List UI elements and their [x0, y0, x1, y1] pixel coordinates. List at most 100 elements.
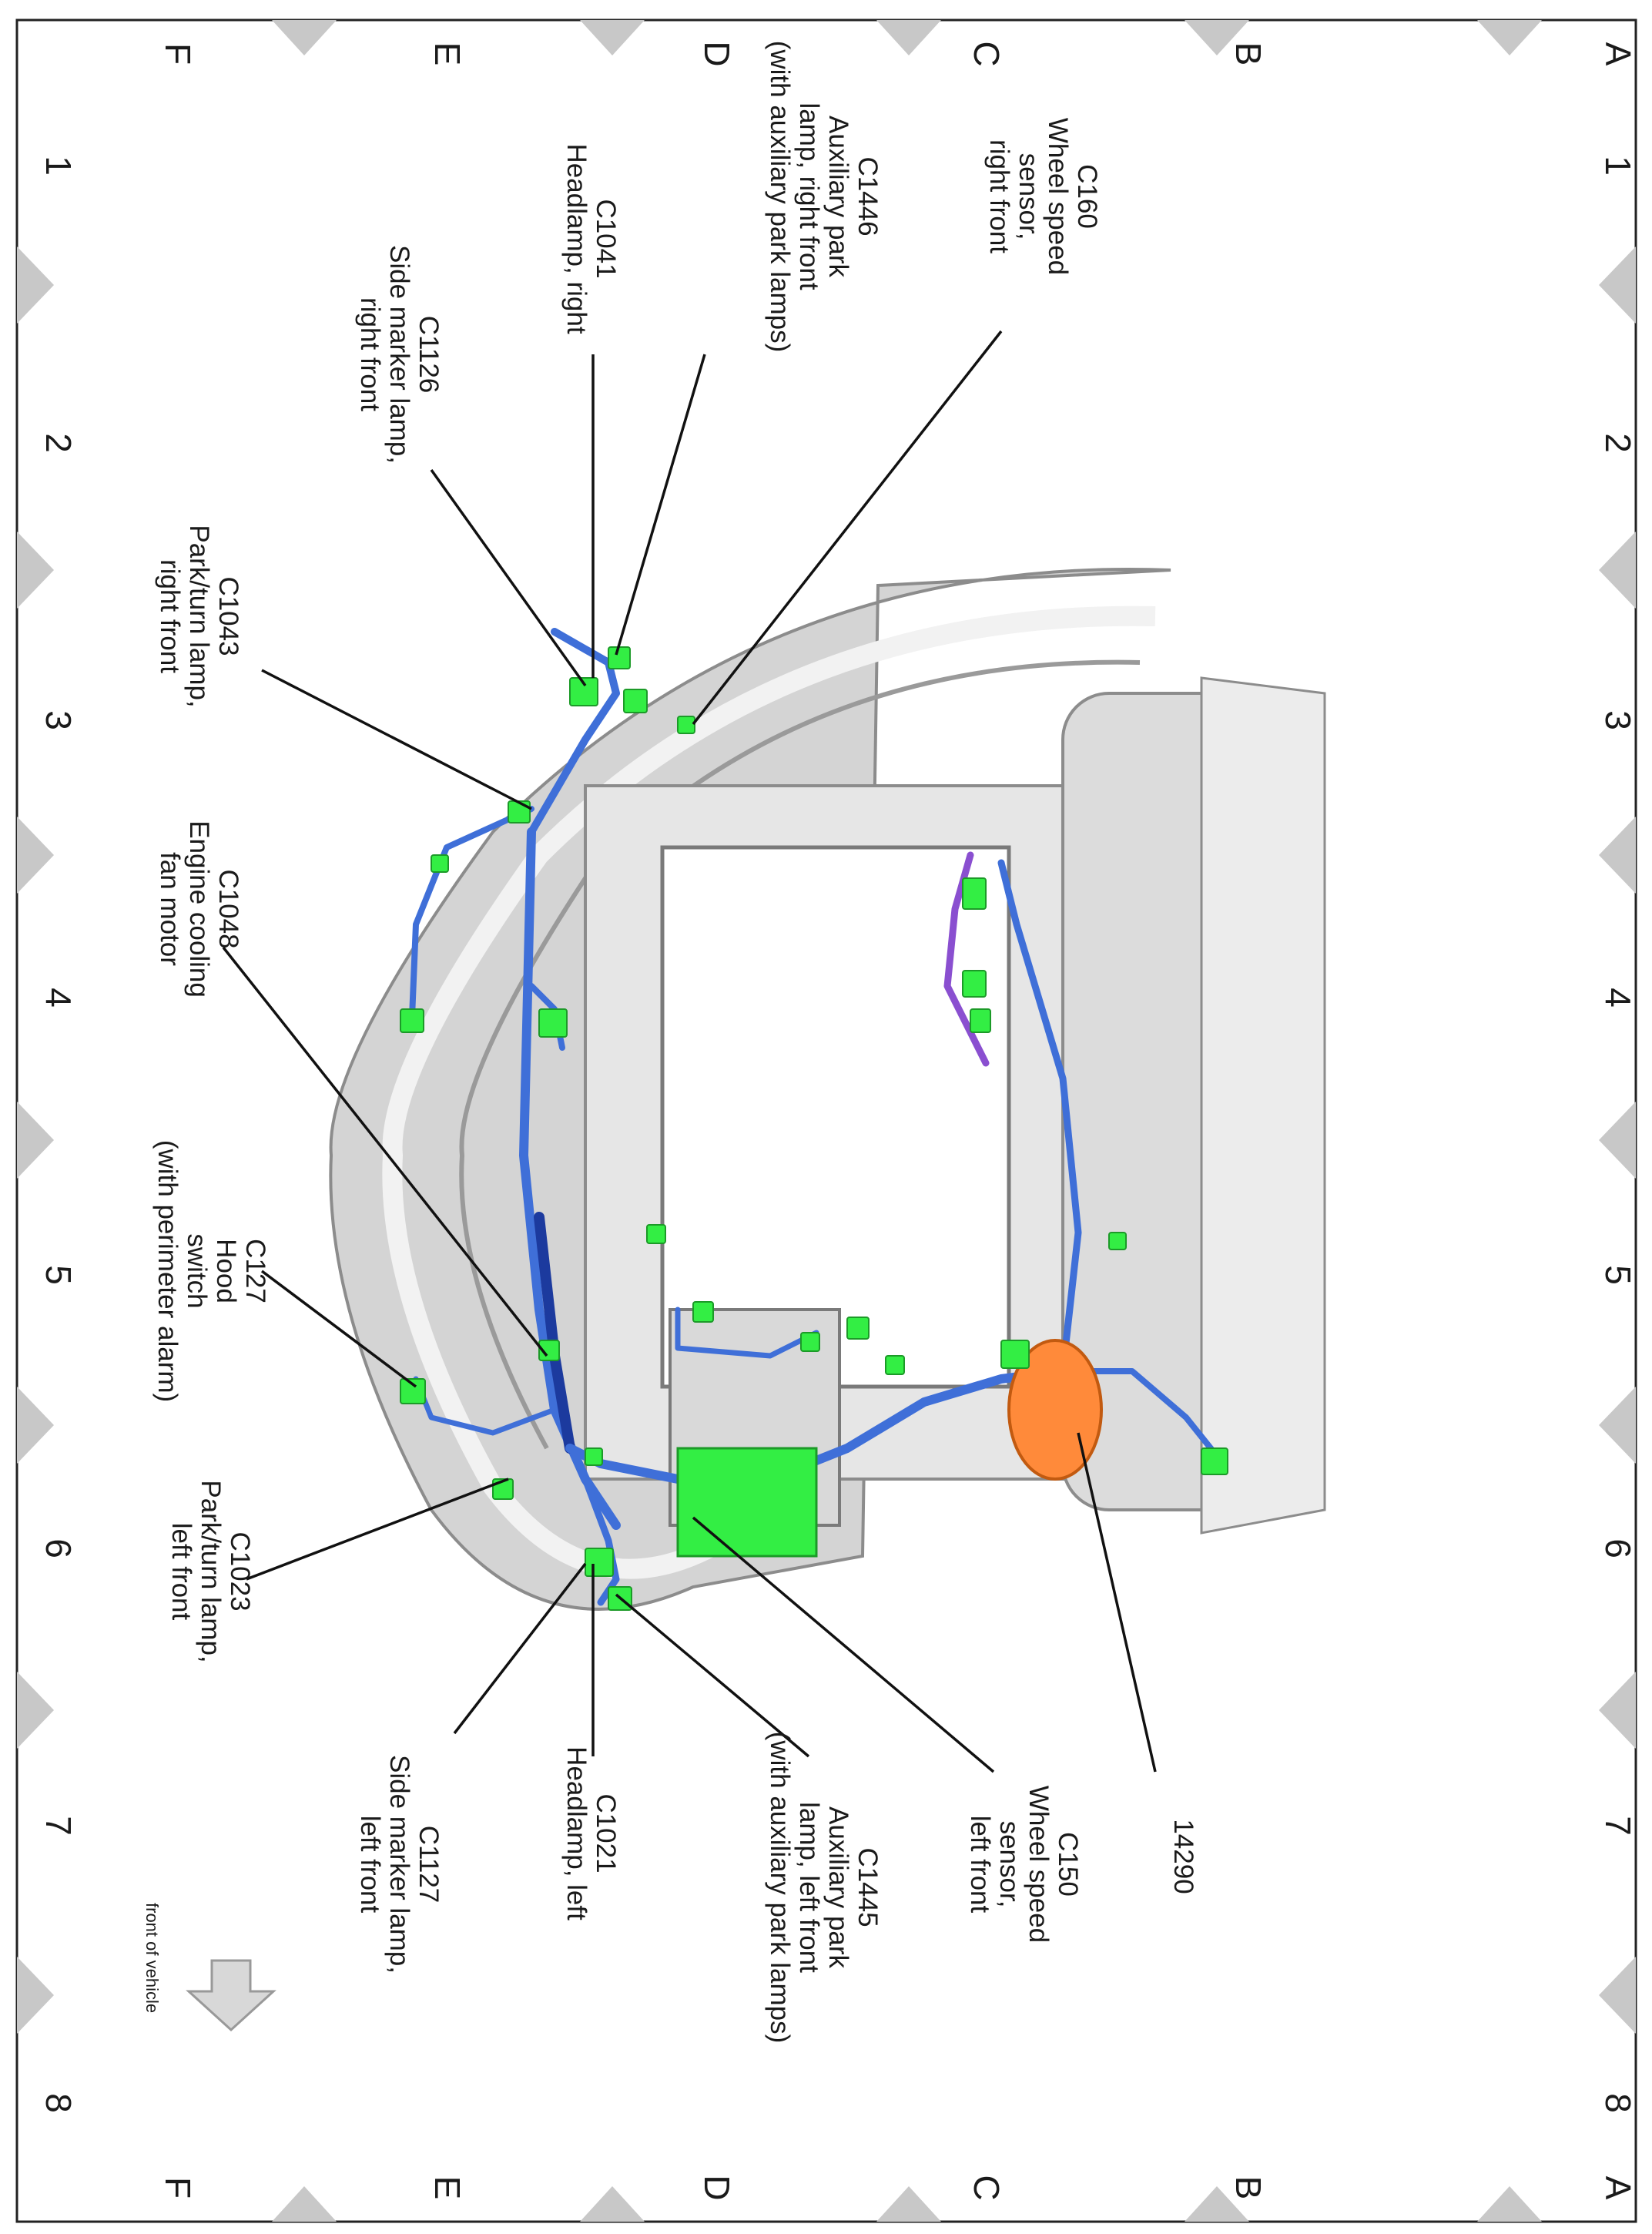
- leader-line: [246, 1478, 509, 1581]
- harness-box-loop: [675, 1307, 819, 1359]
- border-marker-right: [1599, 1672, 1636, 1749]
- connectors: [400, 646, 1228, 1611]
- border-marker-bottom: [1185, 2186, 1249, 2222]
- border-marker-right: [1599, 1102, 1636, 1179]
- grid-letter-f: F: [158, 2177, 198, 2199]
- leader-line: [430, 468, 587, 687]
- border-marker-top: [580, 20, 645, 55]
- callout-c1445-line-3: (with auxiliary park lamps): [765, 1732, 795, 2044]
- callout-c1041-line-1: Headlamp, right: [561, 143, 591, 334]
- border-marker-right: [1599, 1387, 1636, 1464]
- leader-line: [615, 1593, 810, 1758]
- callout-c1446-line-2: lamp, right front: [794, 102, 824, 290]
- callout-c1021-line-1: Headlamp, left: [561, 1746, 591, 1920]
- grid-letter-a: A: [1598, 42, 1638, 66]
- callout-c1127-line-0: C1127: [414, 1826, 444, 1904]
- border-marker-right: [1599, 1957, 1636, 2034]
- callout-c160-line-1: Wheel speed: [1043, 118, 1073, 275]
- border-marker-top: [1477, 20, 1542, 55]
- grid-number-7: 7: [1598, 1816, 1638, 1836]
- callout-c1126-line-1: Side marker lamp,: [384, 245, 414, 464]
- callout-c1126-line-2: right front: [355, 297, 385, 411]
- callout-c150-line-2: sensor,: [994, 1821, 1024, 1908]
- leader-line: [260, 1270, 417, 1388]
- connector-block: [538, 1008, 568, 1038]
- connector-block: [608, 646, 631, 669]
- leader-lines: [222, 330, 1157, 1773]
- leader-line: [615, 354, 706, 656]
- callout-c160-line-3: right front: [984, 139, 1014, 253]
- callout-c1043-line-2: right front: [155, 559, 185, 673]
- connector-block-c150: [676, 1447, 818, 1558]
- grid-letter-e: E: [427, 42, 467, 66]
- border-marker-left: [17, 1957, 54, 2034]
- grid-number-3: 3: [39, 710, 79, 730]
- connector-block: [508, 800, 531, 823]
- callout-c1127-line-1: Side marker lamp,: [384, 1755, 414, 1974]
- callout-c150-line-0: C150: [1053, 1832, 1083, 1897]
- frame-crossmember: [1200, 676, 1326, 1535]
- callout-c1043-line-0: C1043: [213, 576, 243, 656]
- connector-block: [1201, 1447, 1228, 1475]
- callout-c1023-line-1: Park/turn lamp,: [196, 1480, 226, 1662]
- border-marker-top: [1185, 20, 1249, 55]
- callout-c160-line-2: sensor,: [1014, 153, 1044, 240]
- connector-block: [885, 1355, 905, 1375]
- leader-line: [692, 1516, 995, 1773]
- border-marker-bottom: [272, 2186, 337, 2222]
- callout-c1048-line-1: Engine cooling: [184, 820, 214, 998]
- grid-number-5: 5: [39, 1265, 79, 1285]
- grid-number-3: 3: [1598, 710, 1638, 730]
- callout-c127-line-1: Hood: [211, 1239, 241, 1303]
- bumper-edge: [459, 659, 1141, 1450]
- border-marker-left: [17, 1102, 54, 1179]
- callout-c1446-line-3: (with auxiliary park lamps): [765, 41, 795, 353]
- callout-c150-line-3: left front: [965, 1816, 995, 1914]
- connector-block: [692, 1301, 714, 1323]
- grid-number-1: 1: [39, 156, 79, 176]
- border-marker-bottom: [1477, 2186, 1542, 2222]
- callout-c160-line-0: C160: [1072, 164, 1102, 229]
- grid-number-6: 6: [1598, 1538, 1638, 1558]
- connector-block: [677, 716, 695, 734]
- connector-block: [538, 1340, 560, 1361]
- connector-block: [400, 1378, 426, 1404]
- grid-number-6: 6: [39, 1538, 79, 1558]
- connector-block: [585, 1447, 603, 1466]
- connector-block: [800, 1332, 820, 1352]
- callout-c1127-line-2: left front: [355, 1816, 385, 1914]
- border-marker-bottom: [876, 2186, 941, 2222]
- callout-c1041-line-0: C1041: [591, 199, 621, 278]
- components: [676, 1339, 1103, 1558]
- callout-c1048-line-2: fan motor: [155, 852, 185, 966]
- front-of-vehicle-indicator: front of vehicle: [142, 1903, 276, 2032]
- callout-c127-line-3: (with perimeter alarm): [152, 1140, 183, 1402]
- border-marker-right: [1599, 247, 1636, 324]
- grid-letter-c: C: [967, 41, 1007, 66]
- grid-number-1: 1: [1598, 156, 1638, 176]
- callout-c1446-line-0: C1446: [853, 156, 883, 236]
- connector-block: [1000, 1340, 1030, 1369]
- connector-block: [646, 1224, 666, 1244]
- harness-rail-run: [997, 859, 1082, 1375]
- border-marker-top: [876, 20, 941, 55]
- connector-block: [962, 877, 987, 910]
- callout-c1048-line-0: C1048: [213, 869, 243, 948]
- harness-right-side-branch: [409, 806, 534, 1020]
- connector-block: [569, 677, 598, 706]
- grid-number-4: 4: [1598, 988, 1638, 1008]
- callout-c1126-line-0: C1126: [414, 316, 444, 394]
- leader-line: [222, 946, 548, 1357]
- connector-block: [400, 1008, 424, 1033]
- bumper-inner: [382, 605, 1156, 1579]
- grid-number-7: 7: [39, 1816, 79, 1836]
- front-of-vehicle-label: front of vehicle: [142, 1903, 162, 2013]
- connector-block: [623, 689, 648, 713]
- grid-number-5: 5: [1598, 1265, 1638, 1285]
- grid-letter-c: C: [967, 2175, 1007, 2200]
- grid-letter-d: D: [697, 2175, 737, 2200]
- connector-block: [962, 970, 987, 998]
- harness-right-lamp-branch: [528, 628, 620, 836]
